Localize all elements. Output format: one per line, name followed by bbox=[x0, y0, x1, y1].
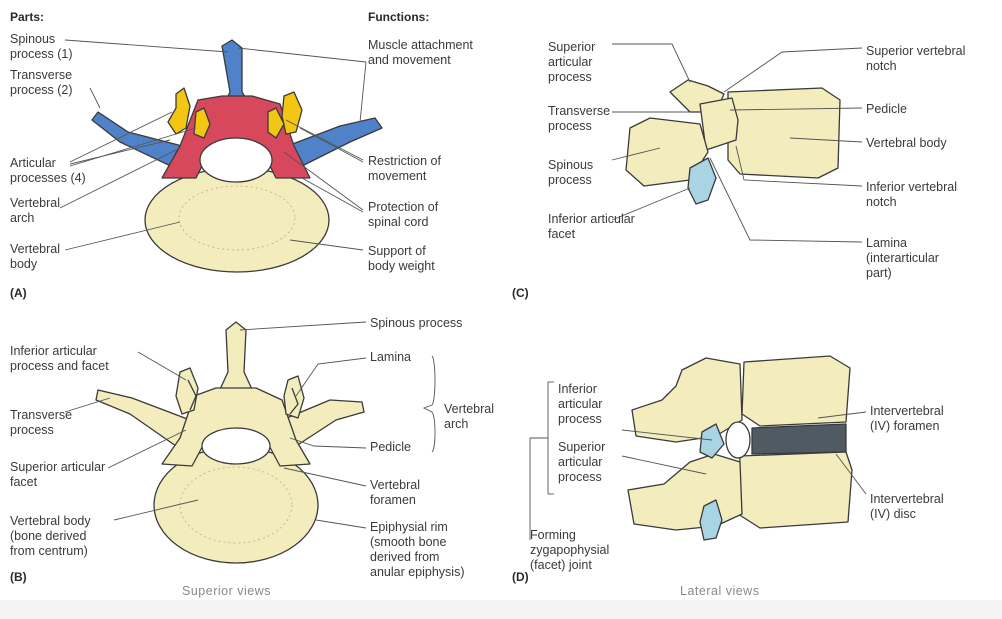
articular-process-a bbox=[168, 88, 190, 134]
vertebra-a bbox=[92, 40, 382, 272]
upper-vertebral-body-d bbox=[742, 356, 850, 426]
inferior-articular-process-b bbox=[176, 368, 198, 414]
label-function-protection: Protection of spinal cord bbox=[368, 200, 438, 230]
panel-label-c: (C) bbox=[512, 286, 529, 300]
parts-header: Parts: bbox=[10, 10, 44, 24]
label-function-restriction: Restriction of movement bbox=[368, 154, 441, 184]
panel-label-a: (A) bbox=[10, 286, 27, 300]
caption-lateral-views: Lateral views bbox=[680, 584, 759, 598]
label-articular-processes-a: Articular processes (4) bbox=[10, 156, 86, 186]
label-lamina-b: Lamina bbox=[370, 350, 411, 365]
spinous-process-b bbox=[216, 322, 256, 398]
label-vertebral-body-b: Vertebral body (bone derived from centru… bbox=[10, 514, 91, 559]
label-spinous-process-b: Spinous process bbox=[370, 316, 462, 331]
label-spinous-process-c: Spinous process bbox=[548, 158, 593, 188]
label-transverse-process-a: Transverse process (2) bbox=[10, 68, 73, 98]
label-vertebral-arch-a: Vertebral arch bbox=[10, 196, 60, 226]
label-superior-articular-facet-b: Superior articular facet bbox=[10, 460, 105, 490]
caption-superior-views: Superior views bbox=[182, 584, 271, 598]
label-superior-articular-process-d: Superior articular process bbox=[558, 440, 605, 485]
vertebral-body-a bbox=[145, 168, 329, 272]
label-function-muscle: Muscle attachment and movement bbox=[368, 38, 473, 68]
label-vertebral-body-c: Vertebral body bbox=[866, 136, 947, 151]
label-vertebral-body-a: Vertebral body bbox=[10, 242, 60, 272]
label-iv-foramen-d: Intervertebral (IV) foramen bbox=[870, 404, 944, 434]
label-epiphysial-rim-b: Epiphysial rim (smooth bone derived from… bbox=[370, 520, 465, 580]
label-inferior-articular-facet-c: Inferior articular facet bbox=[548, 212, 635, 242]
label-lamina-c: Lamina (interarticular part) bbox=[866, 236, 939, 281]
vertebral-body-c bbox=[728, 88, 840, 178]
panel-label-b: (B) bbox=[10, 570, 27, 584]
label-iv-disc-d: Intervertebral (IV) disc bbox=[870, 492, 944, 522]
label-pedicle-c: Pedicle bbox=[866, 102, 907, 117]
vertebra-c bbox=[626, 80, 840, 204]
label-pedicle-b: Pedicle bbox=[370, 440, 411, 455]
label-transverse-process-b: Transverse process bbox=[10, 408, 72, 438]
label-forming-facet-joint-d: Forming zygapophysial (facet) joint bbox=[530, 528, 609, 573]
label-superior-articular-process-c: Superior articular process bbox=[548, 40, 595, 85]
label-vertebral-foramen-b: Vertebral foramen bbox=[370, 478, 420, 508]
label-inferior-articular-process-b: Inferior articular process and facet bbox=[10, 344, 109, 374]
label-inferior-vertebral-notch-c: Inferior vertebral notch bbox=[866, 180, 957, 210]
bottom-strip bbox=[0, 600, 1002, 619]
upper-posterior-elements-d bbox=[632, 358, 742, 442]
label-inferior-articular-process-d: Inferior articular process bbox=[558, 382, 602, 427]
label-vertebral-arch-b: Vertebral arch bbox=[444, 402, 494, 432]
lower-posterior-elements-d bbox=[628, 454, 742, 530]
label-function-support: Support of body weight bbox=[368, 244, 435, 274]
label-transverse-process-c: Transverse process bbox=[548, 104, 610, 134]
panel-label-d: (D) bbox=[512, 570, 529, 584]
iv-foramen-d bbox=[726, 422, 750, 458]
vertebral-foramen-b bbox=[202, 428, 270, 464]
lower-vertebral-body-d bbox=[738, 452, 852, 528]
articular-process-a bbox=[282, 92, 302, 134]
vertebra-b bbox=[96, 322, 364, 563]
label-spinous-process-a: Spinous process (1) bbox=[10, 32, 73, 62]
label-superior-vertebral-notch-c: Superior vertebral notch bbox=[866, 44, 965, 74]
functions-header: Functions: bbox=[368, 10, 429, 24]
vertebral-foramen-a bbox=[200, 138, 272, 182]
intervertebral-disc-d bbox=[752, 424, 846, 454]
vertebrae-d bbox=[628, 356, 852, 540]
